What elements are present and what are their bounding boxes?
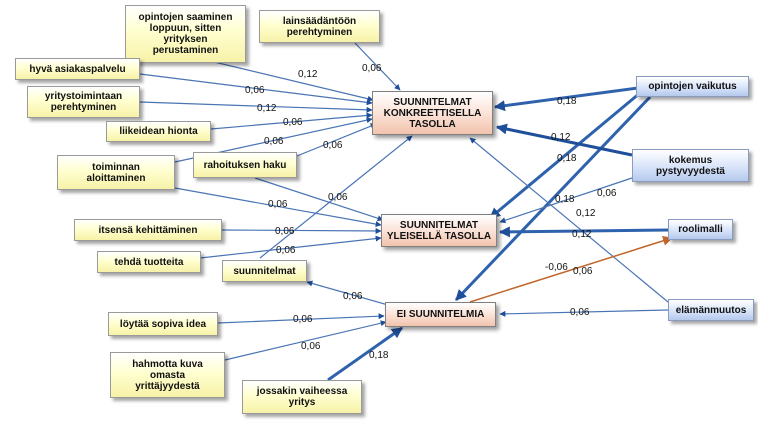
weight-label: 0,06 xyxy=(268,199,288,210)
node-kokemus-pystyvyydesta: kokemus pystyvyydestä xyxy=(632,149,749,182)
edge-tuotteita-konkreettisella xyxy=(259,135,413,259)
weight-label: 0,18 xyxy=(557,96,577,107)
edge-elamanmuutos-konkreettisella xyxy=(469,137,669,303)
edge-ei-roolimalli xyxy=(469,235,673,303)
weight-label: 0,06 xyxy=(323,140,343,151)
node-liikeidean-hionta: liikeidean hionta xyxy=(106,121,211,142)
edge-liikeidean-konkreettisella xyxy=(210,112,373,130)
node-itsensa-kehittaminen: itsensä kehittäminen xyxy=(74,219,222,241)
weight-label: 0,12 xyxy=(572,229,592,240)
weight-label: 0,18 xyxy=(369,350,389,361)
node-hahmotta-kuva: hahmotta kuva omasta yrittäjyydestä xyxy=(110,352,225,398)
node-suunnitelmat-yleisella: SUUNNITELMAT YLEISELLÄ TASOLLA xyxy=(381,214,497,247)
weight-label: 0,06 xyxy=(283,117,303,128)
weight-label: 0,06 xyxy=(275,226,295,237)
node-rahoituksen-haku: rahoituksen haku xyxy=(193,152,297,178)
edge-roolimalli-yleisella xyxy=(498,226,669,238)
node-loytaa-sopiva-idea: löytää sopiva idea xyxy=(108,312,218,336)
node-opintojen-saaminen: opintojen saaminen loppuun, sitten yrity… xyxy=(125,5,246,63)
weight-label: 0,06 xyxy=(570,307,590,318)
node-roolimalli: roolimalli xyxy=(668,219,733,240)
weight-label: -0,06 xyxy=(545,262,568,273)
weight-label: 0,12 xyxy=(257,103,277,114)
edge-kokemus-yleisella xyxy=(499,177,633,224)
edge-jossakin-ei xyxy=(327,326,403,382)
weight-label: 0,06 xyxy=(301,341,321,352)
edge-lainsaadanto-konkreettisella xyxy=(354,42,401,91)
node-suunnitelmat-konkreettisella: SUUNNITELMAT KONKREETTISELLA TASOLLA xyxy=(372,91,493,135)
weight-label: 0,06 xyxy=(264,136,284,147)
weight-label: 0,06 xyxy=(597,188,617,199)
edge-kokemus-konkreettisella xyxy=(495,123,633,157)
node-opintojen-vaikutus: opintojen vaikutus xyxy=(636,76,749,97)
edge-elamanmuutos-ei xyxy=(499,309,669,317)
edge-itsensa-yleisella xyxy=(221,227,382,234)
node-suunnitelmat: suunnitelmat xyxy=(222,260,307,282)
edge-ei-suunnitelmat xyxy=(306,280,389,306)
weight-label: 0,18 xyxy=(557,153,577,164)
edge-rahoituksen-yleisella xyxy=(254,177,384,222)
edge-yritystoimintaan-konkreettisella xyxy=(139,101,373,113)
edge-hahmotta-ei xyxy=(224,320,387,361)
weight-label: 0,06 xyxy=(276,245,296,256)
weight-label: 0,12 xyxy=(576,208,596,219)
edge-tuotteita-yleisella xyxy=(199,235,382,259)
edge-asiakaspalvelu-konkreettisella xyxy=(139,73,373,106)
node-lainsaadantoon-perehtyminen: lainsäädäntöön perehtyminen xyxy=(259,10,380,43)
weight-label: 0,06 xyxy=(293,314,313,325)
node-ei-suunnitelmia: EI SUUNNITELMIA xyxy=(385,302,496,327)
node-elamanmuutos: elämänmuutos xyxy=(668,299,754,321)
node-tehda-tuotteita: tehdä tuotteita xyxy=(97,251,201,273)
node-jossakin-vaiheessa-yritys: jossakin vaiheessa yritys xyxy=(242,380,362,414)
weight-label: 0,12 xyxy=(298,69,318,80)
edge-idea-ei xyxy=(217,313,385,324)
node-toiminnan-aloittaminen: toiminnan aloittaminen xyxy=(57,155,175,190)
edge-opintojen-vaikutus-yleisella xyxy=(489,91,641,220)
weight-label: 0,06 xyxy=(573,266,593,277)
edge-opintojen-vaikutus-konkreettisella xyxy=(493,86,639,112)
weight-label: 0,06 xyxy=(328,192,348,203)
weight-label: 0,06 xyxy=(245,85,265,96)
node-hyva-asiakaspalvelu: hyvä asiakaspalvelu xyxy=(15,58,140,80)
weight-label: 0,06 xyxy=(362,63,382,74)
edge-opintojen-vaikutus-ei xyxy=(454,95,652,302)
weight-label: 0,12 xyxy=(551,132,571,143)
weight-label: 0,18 xyxy=(555,194,575,205)
edge-toiminnan-yleisella xyxy=(174,187,382,227)
weight-label: 0,06 xyxy=(343,291,363,302)
edge-rahoituksen-konkreettisella xyxy=(291,123,377,159)
node-yritystoimintaan-perehtyminen: yritystoimintaan perehtyminen xyxy=(27,86,140,118)
